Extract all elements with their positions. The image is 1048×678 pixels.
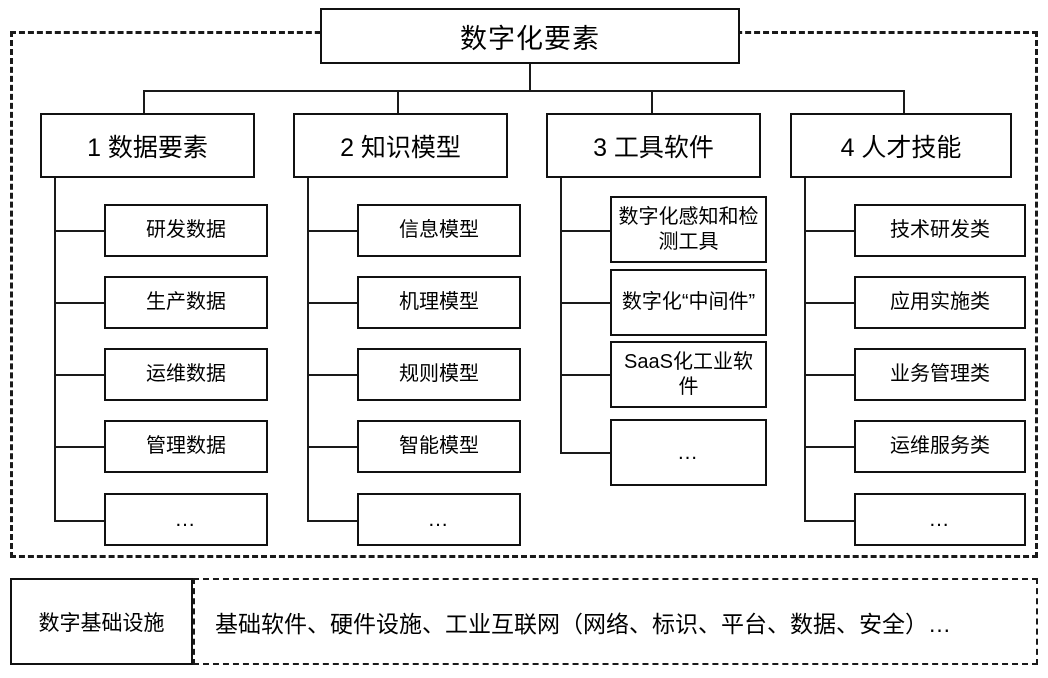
category-label-4: 4 人才技能 <box>840 133 962 162</box>
infrastructure-label-box: 数字基础设施 <box>10 578 193 665</box>
child-box-1-5: … <box>104 493 268 546</box>
child-label-3-2: 数字化“中间件” <box>621 291 756 314</box>
child-connector-1-4 <box>54 446 104 448</box>
root-stem-line <box>529 64 531 91</box>
child-connector-4-5 <box>804 520 854 522</box>
child-connector-4-3 <box>804 374 854 376</box>
category-drop-line-2 <box>397 90 399 114</box>
category-box-1: 1 数据要素 <box>40 113 255 178</box>
child-connector-2-3 <box>307 374 357 376</box>
child-label-3-3: SaaS化工业软件 <box>624 351 753 398</box>
child-connector-1-1 <box>54 230 104 232</box>
infrastructure-content-label: 基础软件、硬件设施、工业互联网（网络、标识、平台、数据、安全）… <box>215 610 951 637</box>
child-label-3-1: 数字化感知和检测工具 <box>618 206 759 253</box>
category-label-2: 2 知识模型 <box>340 133 461 162</box>
child-label-4-5: … <box>928 507 952 531</box>
root-node-label: 数字化要素 <box>460 23 600 54</box>
child-box-2-5: … <box>357 493 521 546</box>
child-label-2-4: 智能模型 <box>399 435 479 458</box>
child-connector-2-5 <box>307 520 357 522</box>
child-box-2-1: 信息模型 <box>357 204 521 257</box>
category-label-1: 1 数据要素 <box>87 133 208 162</box>
distribution-bus-line <box>143 90 905 92</box>
category-drop-line-1 <box>143 90 145 114</box>
child-connector-3-1 <box>560 230 610 232</box>
infrastructure-content-frame: 基础软件、硬件设施、工业互联网（网络、标识、平台、数据、安全）… <box>193 578 1038 665</box>
child-box-4-5: … <box>854 493 1026 546</box>
child-connector-2-4 <box>307 446 357 448</box>
child-label-2-3: 规则模型 <box>399 363 479 386</box>
child-label-2-5: … <box>427 507 451 531</box>
child-label-1-4: 管理数据 <box>146 435 226 458</box>
child-connector-4-2 <box>804 302 854 304</box>
child-box-2-2: 机理模型 <box>357 276 521 329</box>
category-spine-2 <box>307 178 309 522</box>
child-box-3-3: SaaS化工业软件 <box>610 341 767 408</box>
child-box-4-3: 业务管理类 <box>854 348 1026 401</box>
category-spine-1 <box>54 178 56 522</box>
category-box-4: 4 人才技能 <box>790 113 1012 178</box>
child-connector-2-1 <box>307 230 357 232</box>
child-label-1-3: 运维数据 <box>146 363 226 386</box>
child-box-1-2: 生产数据 <box>104 276 268 329</box>
child-label-1-1: 研发数据 <box>146 219 226 242</box>
child-box-4-2: 应用实施类 <box>854 276 1026 329</box>
root-node-digital-elements: 数字化要素 <box>320 8 740 64</box>
category-box-2: 2 知识模型 <box>293 113 508 178</box>
child-connector-1-2 <box>54 302 104 304</box>
category-label-3: 3 工具软件 <box>593 133 714 162</box>
category-spine-4 <box>804 178 806 522</box>
infrastructure-label: 数字基础设施 <box>38 611 165 635</box>
category-drop-line-3 <box>651 90 653 114</box>
child-box-2-4: 智能模型 <box>357 420 521 473</box>
child-box-1-4: 管理数据 <box>104 420 268 473</box>
child-connector-3-3 <box>560 374 610 376</box>
child-label-4-3: 业务管理类 <box>890 363 990 386</box>
child-connector-4-4 <box>804 446 854 448</box>
child-box-2-3: 规则模型 <box>357 348 521 401</box>
child-label-4-1: 技术研发类 <box>890 219 990 242</box>
category-spine-3 <box>560 178 562 454</box>
child-connector-3-2 <box>560 302 610 304</box>
child-connector-2-2 <box>307 302 357 304</box>
child-label-4-2: 应用实施类 <box>890 291 990 314</box>
child-label-3-4: … <box>677 440 700 464</box>
child-box-3-2: 数字化“中间件” <box>610 269 767 336</box>
category-box-3: 3 工具软件 <box>546 113 761 178</box>
category-drop-line-4 <box>903 90 905 114</box>
child-label-1-2: 生产数据 <box>146 291 226 314</box>
child-connector-4-1 <box>804 230 854 232</box>
child-label-2-1: 信息模型 <box>399 219 479 242</box>
child-connector-3-4 <box>560 452 610 454</box>
child-label-1-5: … <box>174 507 198 531</box>
child-label-4-4: 运维服务类 <box>890 435 990 458</box>
child-box-4-4: 运维服务类 <box>854 420 1026 473</box>
child-connector-1-3 <box>54 374 104 376</box>
child-box-3-1: 数字化感知和检测工具 <box>610 196 767 263</box>
child-box-1-3: 运维数据 <box>104 348 268 401</box>
child-box-4-1: 技术研发类 <box>854 204 1026 257</box>
child-box-3-4: … <box>610 419 767 486</box>
child-connector-1-5 <box>54 520 104 522</box>
child-box-1-1: 研发数据 <box>104 204 268 257</box>
child-label-2-2: 机理模型 <box>399 291 479 314</box>
